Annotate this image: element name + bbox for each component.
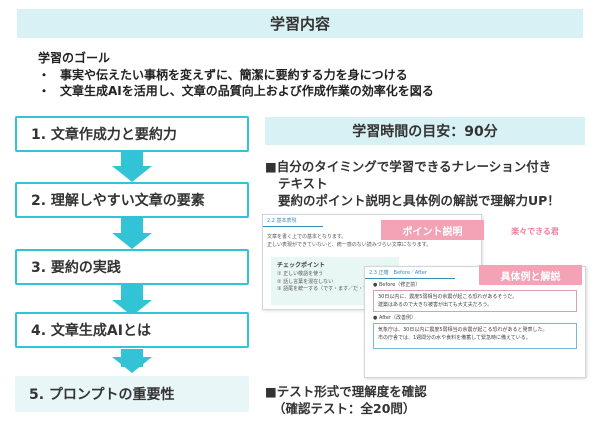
feature-line: ■自分のタイミングで学習できるナレーション付き [265, 159, 552, 174]
flow-arrow-shaft [121, 215, 143, 237]
before-text: 建築はあるので大きな被害が出ても大丈夫だろう。 [378, 302, 493, 308]
before-label: ● Before（修正前） [373, 282, 421, 288]
thumbnail-section-title: 2.3 正確 Before／After [365, 267, 455, 279]
feature-line: 要約のポイント説明と具体例の解説で理解力UP！ [278, 193, 560, 208]
thumbnail-section-title: 2.2 基本表現 [263, 215, 323, 227]
thumbnail-text: 正しい表現ができていないと、統一感のない読みづらい文章になります。 [267, 242, 432, 248]
flow-arrow-shaft [121, 148, 143, 170]
before-text: 30日以内に、震度5弱相当の余震が起こる恐れがあるそうだ。 [378, 294, 518, 300]
step-4: 4. 文章生成AIとは [15, 312, 249, 348]
goal-item: ・ 事実や伝えたい事柄を変えずに、簡潔に要約する力を身につける [38, 67, 434, 83]
bullet: ・ [38, 84, 51, 98]
after-text: 気象庁は、30日以内に震度5弱相当の余震が起こる恐れがあると発表した。 [378, 327, 548, 333]
flow-arrow-icon [112, 233, 152, 249]
step-2: 2. 理解しやすい文章の要素 [15, 182, 249, 218]
goals-heading: 学習のゴール [38, 51, 111, 65]
feature-line: ■テスト形式で理解度を確認 [265, 384, 427, 399]
example-explanation-tag: 具体例と解説 [479, 265, 582, 285]
step-3: 3. 要約の実践 [15, 249, 249, 285]
checkpoint-title: チェックポイント [277, 262, 326, 269]
after-label: ● After（改善例） [373, 315, 416, 321]
feature-line: （確認テスト：全20問） [273, 401, 416, 416]
goal-item: ・ 文章生成AIを活用し、文章の品質向上および作成作業の効率化を図る [38, 83, 434, 99]
flow-arrow-icon [112, 166, 152, 182]
goals-section: 学習のゴール ・ 事実や伝えたい事柄を変えずに、簡潔に要約する力を身につける ・… [38, 50, 434, 99]
after-text: 市の庁舎では、1週間分の水や食料を備蓄して緊急時に備えている。 [378, 335, 531, 341]
checkpoint-item: ③ 語尾を統一する（です・ます／だ・である） [277, 286, 384, 292]
step-5: 5. プロンプトの重要性 [15, 376, 249, 412]
goal-text: 事実や伝えたい事柄を変えずに、簡潔に要約する力を身につける [60, 68, 408, 82]
study-time-banner: 学習時間の目安：90分 [265, 117, 585, 145]
point-explanation-tag: ポイント説明 [381, 220, 484, 240]
before-box: 30日以内に、震度5弱相当の余震が起こる恐れがあるそうだ。 建築はあるので大きな… [373, 290, 577, 312]
feature-narration: ■自分のタイミングで学習できるナレーション付き テキスト 要約のポイント説明と具… [265, 158, 595, 209]
feature-test: ■テスト形式で理解度を確認 （確認テスト：全20問） [265, 383, 585, 417]
after-box: 気象庁は、30日以内に震度5弱相当の余震が起こる恐れがあると発表した。 市の庁舎… [373, 323, 577, 349]
mascot-logo: 楽々できる君 [511, 226, 559, 236]
goal-text: 文章生成AIを活用し、文章の品質向上および作成作業の効率化を図る [60, 84, 434, 98]
flow-arrow-shaft [121, 282, 143, 304]
checkpoint-item: ② 話し言葉を混在しない [277, 278, 334, 285]
steps-flow: 1. 文章作成力と要約力 2. 理解しやすい文章の要素 3. 要約の実践 4. … [15, 114, 249, 414]
step-1: 1. 文章作成力と要約力 [15, 116, 249, 152]
thumbnail-text: 文章を書く上での基本となります。 [267, 234, 347, 240]
bullet: ・ [38, 68, 51, 82]
page-title: 学習内容 [17, 9, 583, 38]
feature-line: テキスト [278, 176, 328, 191]
checkpoint-item: ① 正しい敬語を使う [277, 271, 324, 277]
flow-arrow-icon [112, 357, 152, 373]
